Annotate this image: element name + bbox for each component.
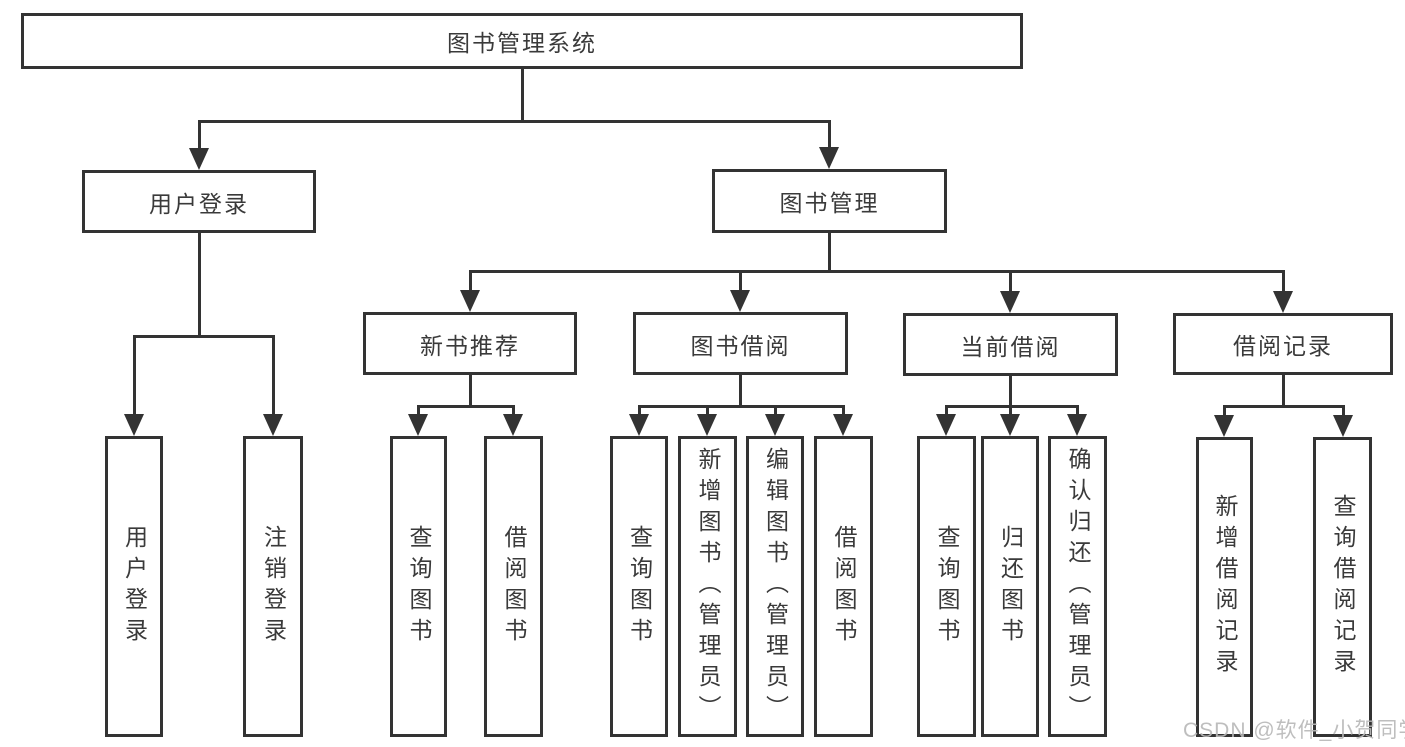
connector-line: [1281, 270, 1285, 295]
connector-line: [705, 405, 709, 418]
connector-line: [197, 120, 831, 123]
connector-line: [1075, 405, 1079, 418]
connector-line: [468, 270, 472, 294]
leaf-label: 用户登录: [121, 524, 148, 649]
connector-line: [468, 375, 472, 408]
connector-line: [1222, 405, 1345, 408]
node-library-management-system: 图书管理系统: [21, 13, 1023, 69]
arrowhead: [629, 414, 649, 436]
arrowhead: [1067, 414, 1087, 436]
node-user-login: 用户登录: [82, 170, 316, 233]
leaf-label: 查询图书: [406, 524, 432, 649]
node-label: 图书借阅: [690, 332, 791, 359]
arrowhead: [1333, 415, 1353, 437]
connector-line: [1341, 405, 1345, 419]
connector-line: [468, 270, 1285, 273]
arrowhead: [1000, 414, 1020, 436]
leaf-logout: 注销登录: [243, 436, 303, 737]
leaf-return-books: 归还图书: [981, 436, 1039, 737]
leaf-label: 注销登录: [260, 524, 287, 649]
leaf-label: 新增图书（管理员）: [695, 447, 721, 726]
arrowhead: [408, 414, 428, 436]
leaf-borrow-books: 借阅图书: [814, 436, 873, 737]
connector-line: [1008, 376, 1012, 408]
connector-line: [1222, 405, 1226, 419]
leaf-label: 新增借阅记录: [1212, 494, 1238, 680]
arrowhead: [936, 414, 956, 436]
leaf-edit-books-admin: 编辑图书（管理员）: [746, 436, 804, 737]
node-book-borrowing: 图书借阅: [633, 312, 848, 375]
arrowhead: [697, 414, 717, 436]
connector-line: [416, 405, 420, 418]
leaf-query-books-recommend: 查询图书: [390, 436, 447, 737]
connector-line: [827, 120, 831, 151]
leaf-add-borrow-record: 新增借阅记录: [1196, 437, 1253, 737]
leaf-query-books-current: 查询图书: [917, 436, 976, 737]
connector-line: [1281, 375, 1285, 408]
connector-line: [944, 405, 948, 418]
connector-line: [637, 405, 845, 408]
connector-line: [520, 69, 524, 123]
connector-line: [132, 335, 275, 338]
csdn-watermark: CSDN @软件_小贺同学: [1183, 719, 1405, 742]
arrowhead: [819, 147, 839, 169]
connector-line: [841, 405, 845, 418]
leaf-label: 查询图书: [934, 524, 960, 649]
connector-line: [132, 335, 136, 418]
arrowhead: [189, 148, 209, 170]
connector-line: [738, 375, 742, 408]
arrowhead: [1273, 291, 1293, 313]
node-current-borrowing: 当前借阅: [903, 313, 1118, 376]
node-book-management: 图书管理: [712, 169, 947, 233]
leaf-label: 借阅图书: [831, 524, 857, 649]
connector-line: [197, 120, 201, 152]
leaf-label: 借阅图书: [501, 524, 527, 649]
leaf-label: 查询借阅记录: [1330, 494, 1356, 680]
leaf-query-borrow-record: 查询借阅记录: [1313, 437, 1372, 737]
node-label: 图书管理: [779, 190, 880, 216]
node-label: 新书推荐: [420, 332, 520, 359]
node-label: 借阅记录: [1233, 333, 1333, 359]
arrowhead: [730, 290, 750, 312]
node-label: 当前借阅: [960, 333, 1061, 360]
node-label: 用户登录: [149, 190, 249, 217]
node-label: 图书管理系统: [447, 30, 597, 56]
connector-line: [827, 233, 831, 273]
leaf-borrow-books-recommend: 借阅图书: [484, 436, 543, 737]
connector-line: [738, 270, 742, 294]
connector-line: [416, 405, 515, 408]
connector-line: [773, 405, 777, 418]
arrowhead: [1000, 291, 1020, 313]
arrowhead: [765, 414, 785, 436]
arrowhead: [263, 414, 283, 436]
leaf-confirm-return-admin: 确认归还（管理员）: [1048, 436, 1107, 737]
node-borrowing-records: 借阅记录: [1173, 313, 1393, 375]
leaf-label: 归还图书: [997, 524, 1024, 649]
arrowhead: [460, 290, 480, 312]
arrowhead: [833, 414, 853, 436]
leaf-label: 查询图书: [626, 524, 653, 649]
leaf-query-books-borrow: 查询图书: [610, 436, 668, 737]
leaf-label: 编辑图书（管理员）: [762, 447, 789, 726]
connector-line: [944, 405, 1079, 408]
arrowhead: [1214, 415, 1234, 437]
node-new-book-recommendation: 新书推荐: [363, 312, 577, 375]
arrowhead: [124, 414, 144, 436]
connector-line: [511, 405, 515, 418]
connector-line: [1008, 270, 1012, 295]
connector-line: [271, 335, 275, 418]
arrowhead: [503, 414, 523, 436]
connector-line: [637, 405, 641, 418]
leaf-user-login: 用户登录: [105, 436, 163, 737]
connector-line: [197, 233, 201, 338]
connector-line: [1008, 405, 1012, 418]
leaf-add-books-admin: 新增图书（管理员）: [678, 436, 737, 737]
leaf-label: 确认归还（管理员）: [1065, 447, 1091, 726]
